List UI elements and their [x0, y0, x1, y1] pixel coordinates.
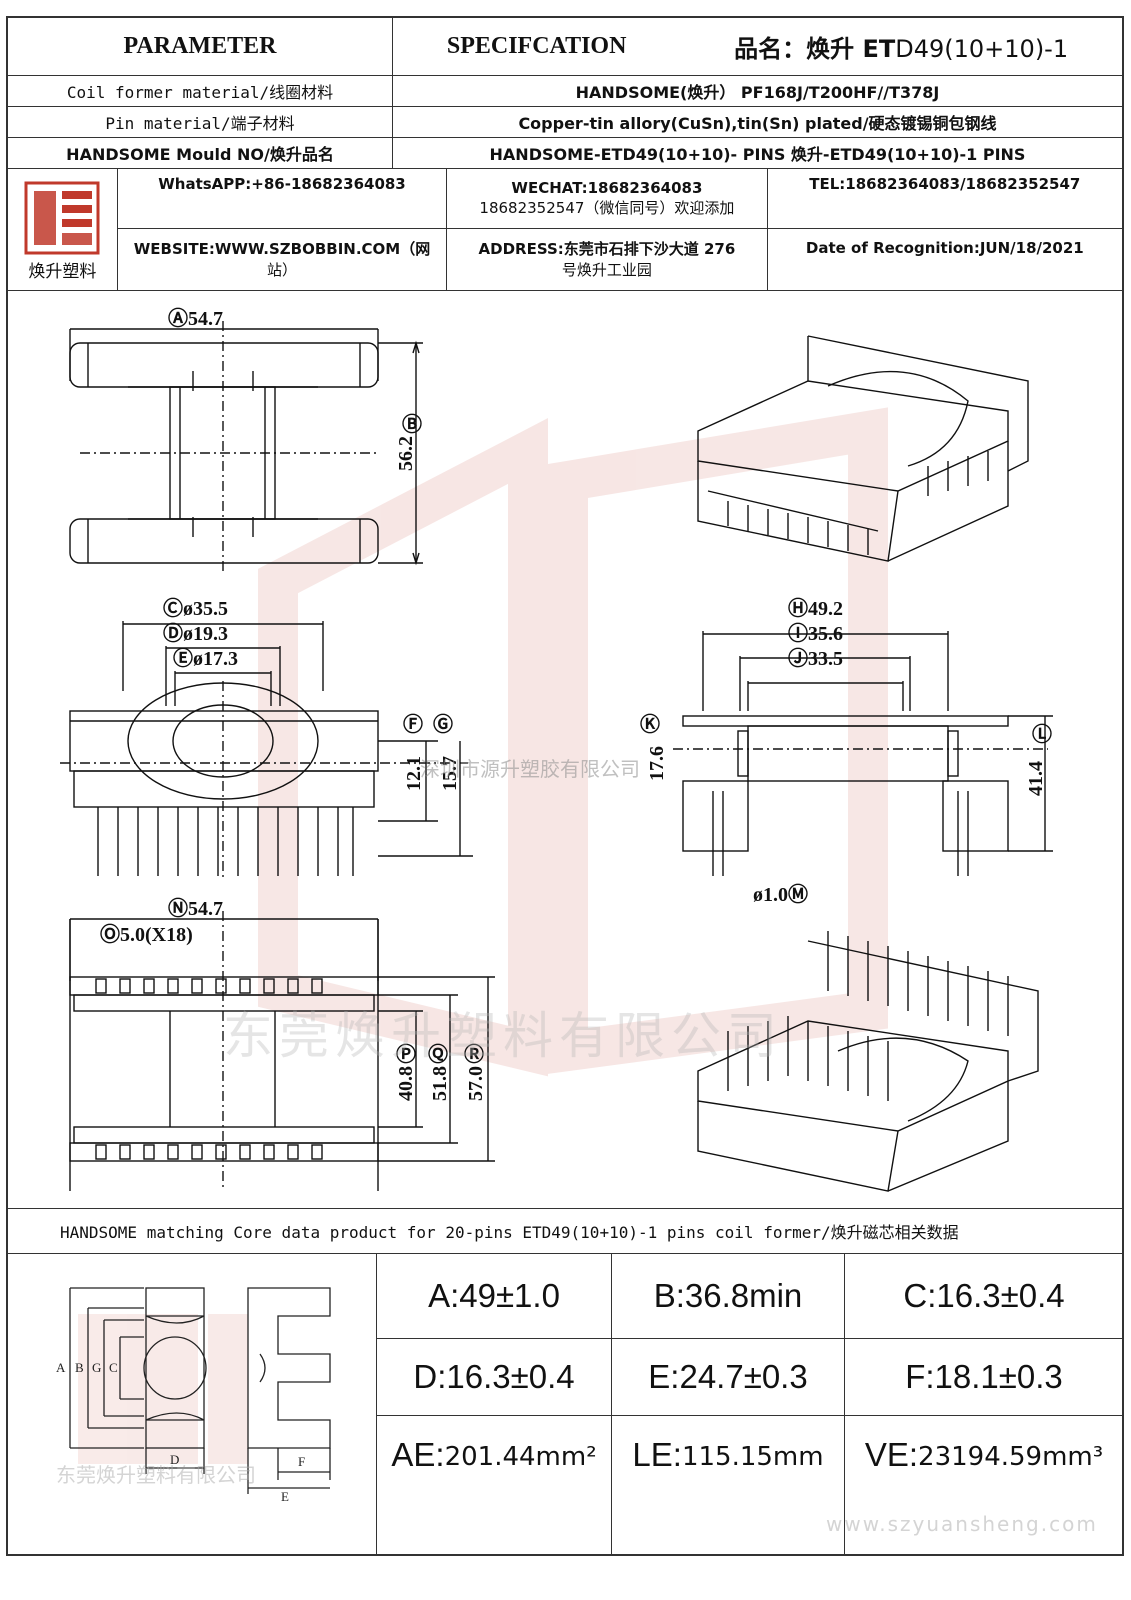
top-view: [69, 321, 423, 571]
spec-value: HANDSOME(焕升） PF168J/T200HF//T378J: [575, 83, 940, 102]
core-watermark: 东莞焕升塑料有限公司: [56, 1463, 256, 1487]
dim-a-label: Ⓐ54.7: [168, 307, 223, 330]
isometric-view-top: [697, 335, 1029, 562]
technical-drawing: Ⓐ54.7 Ⓑ 56.2 Ⓒø35.5 Ⓓø19.3 Ⓔø17.3 Ⓕ Ⓖ 12…: [60, 307, 1053, 1192]
spec-row-coil: Coil former material/线圈材料 HANDSOME(焕升） P…: [8, 76, 1122, 107]
dim-p-value: 40.8: [395, 1066, 417, 1101]
dim-k-value: 17.6: [646, 746, 668, 781]
dim-j-label: Ⓙ33.5: [788, 647, 843, 670]
dim-g-label: Ⓖ: [433, 713, 453, 736]
spec-value: HANDSOME-ETD49(10+10)- PINS 焕升-ETD49(10+…: [489, 145, 1026, 164]
core-value-d: D:16.3±0.4: [377, 1339, 612, 1415]
core-values-grid: A:49±1.0 B:36.8min C:16.3±0.4 D:16.3±0.4…: [377, 1254, 1123, 1554]
front-pins: [97, 807, 354, 876]
core-row-2: D:16.3±0.4 E:24.7±0.3 F:18.1±0.3: [377, 1339, 1123, 1416]
spec-row-pin: Pin material/端子材料 Copper-tin allory(CuSn…: [8, 107, 1122, 138]
dim-r-value: 57.0: [465, 1066, 487, 1101]
svg-text:B: B: [75, 1360, 84, 1375]
spec-value: Copper-tin allory(CuSn),tin(Sn) plated/硬…: [518, 114, 997, 133]
core-value-e: E:24.7±0.3: [612, 1339, 845, 1415]
svg-text:D: D: [170, 1452, 179, 1467]
dim-l-label: Ⓛ: [1032, 723, 1052, 746]
logo-mark-icon: [24, 181, 100, 255]
svg-text:G: G: [92, 1360, 101, 1375]
header-row: PARAMETER SPECIFCATION 品名：焕升 ETD49(10+10…: [8, 18, 1122, 76]
dim-q-label: Ⓠ: [428, 1043, 448, 1066]
company-logo: 焕升塑料: [8, 169, 118, 290]
whatsapp-text: WhatsAPP:+86-18682364083: [117, 169, 447, 229]
dim-o-label: Ⓞ5.0(X18): [100, 923, 193, 946]
dim-h-label: Ⓗ49.2: [788, 597, 843, 620]
core-value-f: F:18.1±0.3: [905, 1358, 1063, 1395]
dim-n-label: Ⓝ54.7: [168, 897, 223, 920]
specification-heading: SPECIFCATION: [446, 33, 627, 59]
dim-k-label: Ⓚ: [640, 713, 660, 736]
dim-b-value: 56.2: [395, 436, 417, 471]
side-view: [673, 631, 1053, 876]
dim-m-label: ø1.0Ⓜ: [753, 883, 808, 906]
dim-e-label: Ⓔø17.3: [173, 647, 238, 670]
spec-sheet: PARAMETER SPECIFCATION 品名：焕升 ETD49(10+10…: [6, 16, 1124, 1556]
isometric-view-bottom: [697, 931, 1039, 1192]
dim-q-value: 51.8: [429, 1066, 451, 1101]
core-value-c: C:16.3±0.4: [903, 1277, 1065, 1314]
recognition-date: Date of Recognition:JUN/18/2021: [805, 239, 1084, 257]
logo-caption: 焕升塑料: [28, 262, 97, 282]
core-value-le: LE:115.15mm: [612, 1416, 845, 1554]
spec-heading-cell: SPECIFCATION 品名：焕升 ETD49(10+10)-1: [393, 18, 1122, 75]
spec-label: Coil former material/线圈材料: [8, 76, 393, 106]
dim-r-label: Ⓡ: [464, 1043, 484, 1066]
spec-row-mould: HANDSOME Mould NO/焕升品名 HANDSOME-ETD49(10…: [8, 138, 1122, 169]
core-value-a: A:49±1.0: [377, 1254, 612, 1338]
core-diagram: A B G C D E F 东莞焕升塑料有限公司: [8, 1254, 377, 1554]
dim-d-label: Ⓓø19.3: [163, 622, 228, 645]
dim-g-value: 15.7: [439, 756, 461, 791]
svg-text:A: A: [56, 1360, 66, 1375]
dim-f-label: Ⓕ: [403, 713, 423, 736]
core-diagram-letters: A B G C D E F: [56, 1360, 305, 1504]
svg-text:C: C: [109, 1360, 118, 1375]
tel-text: TEL:18682364083/18682352547: [767, 169, 1122, 229]
core-value-b: B:36.8min: [612, 1254, 845, 1338]
dim-c-label: Ⓒø35.5: [163, 597, 228, 620]
website-text: WEBSITE:WWW.SZBOBBIN.COM（网站）: [133, 240, 431, 279]
core-value-ve: VE:23194.59mm³: [864, 1436, 1104, 1473]
watermark-company: 东莞焕升塑料有限公司: [223, 1007, 783, 1065]
dim-l-value: 41.4: [1025, 761, 1047, 796]
drawing-area: Ⓐ54.7 Ⓑ 56.2 Ⓒø35.5 Ⓓø19.3 Ⓔø17.3 Ⓕ Ⓖ 12…: [8, 291, 1122, 1209]
core-logo-watermark-icon: [78, 1314, 248, 1464]
company-info-row: 焕升塑料 WhatsAPP:+86-18682364083 WEBSITE:WW…: [8, 169, 1122, 291]
dim-i-label: Ⓘ35.6: [788, 622, 843, 645]
core-value-ae: AE:201.44mm²: [377, 1416, 612, 1554]
dimension-labels: Ⓐ54.7 Ⓑ 56.2 Ⓒø35.5 Ⓓø19.3 Ⓔø17.3 Ⓕ Ⓖ 12…: [100, 307, 1052, 1101]
dim-b-label: Ⓑ: [402, 413, 422, 436]
core-data-title: HANDSOME matching Core data product for …: [8, 1208, 1122, 1254]
bottom-pin-slots: [95, 978, 323, 1160]
watermark-small: 深圳市源升塑胶有限公司: [420, 757, 640, 781]
front-view: [60, 621, 473, 881]
dim-f-value: 12.1: [403, 756, 425, 791]
contact-col-3: TEL:18682364083/18682352547 Date of Reco…: [767, 169, 1122, 290]
dim-p-label: Ⓟ: [396, 1043, 416, 1066]
core-row-1: A:49±1.0 B:36.8min C:16.3±0.4: [377, 1254, 1123, 1339]
spec-label: Pin material/端子材料: [8, 107, 393, 137]
core-diagram-svg: A B G C D E F: [56, 1287, 331, 1504]
contact-col-1: WhatsAPP:+86-18682364083 WEBSITE:WWW.SZB…: [117, 169, 448, 290]
svg-text:E: E: [281, 1489, 289, 1504]
core-row-3: AE:201.44mm² LE:115.15mm VE:23194.59mm³: [377, 1416, 1123, 1554]
core-data-block: A B G C D E F 东莞焕升塑料有限公司 A:49±1.0 B:36.8…: [8, 1254, 1123, 1554]
svg-text:F: F: [298, 1454, 305, 1469]
product-name: 品名：焕升 ETD49(10+10)-1: [734, 35, 1069, 63]
website-watermark: www.szyuansheng.com: [826, 1512, 1098, 1536]
spec-label: HANDSOME Mould NO/焕升品名: [8, 138, 393, 168]
parameter-heading: PARAMETER: [8, 18, 393, 75]
logo-watermark-icon: [258, 407, 888, 1077]
bottom-view: [69, 911, 495, 1191]
